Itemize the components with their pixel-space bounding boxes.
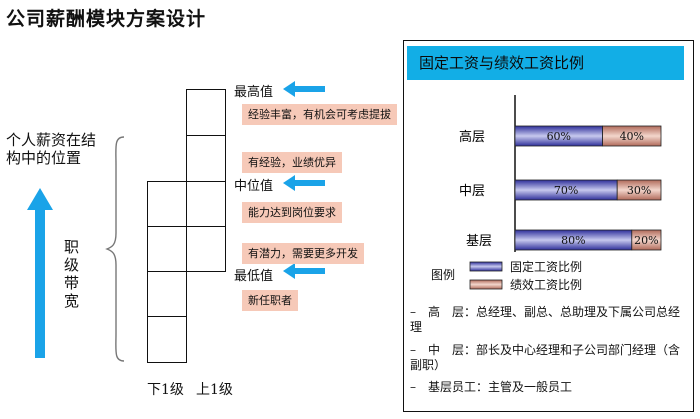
dash-icon: –	[410, 380, 429, 394]
level-mid: 中位值	[234, 179, 274, 194]
note-new-hire: 新任职者	[242, 290, 298, 311]
grid-cell	[186, 135, 226, 182]
grid-cell	[186, 226, 226, 272]
desc-middle-text: 中 层：部长及中心经理和子公司部门经理（含副职）	[410, 343, 681, 372]
left-arrow-icon	[283, 81, 325, 97]
note-competent: 能力达到岗位要求	[242, 202, 342, 223]
brace-icon	[105, 136, 125, 362]
left-arrow-icon	[283, 263, 325, 279]
level-max: 最高值	[234, 85, 274, 100]
side-label: 个人薪资在结构中的位置	[6, 131, 97, 167]
ratio-panel	[403, 40, 694, 412]
grid-cell	[147, 316, 187, 363]
note-excellent: 有经验，业绩优异	[242, 152, 342, 173]
dash-icon: –	[410, 305, 429, 319]
grid-cell	[147, 181, 187, 227]
desc-senior: – 高 层：总经理、副总、总助理及下属公司总经理	[410, 305, 690, 335]
grid-cell	[147, 226, 187, 272]
axis-label-upper: 上1级	[196, 382, 233, 398]
note-potential: 有潜力，需要更多开发	[242, 243, 364, 264]
left-arrow-icon	[283, 175, 325, 191]
note-experienced: 经验丰富，有机会可考虑提拔	[242, 104, 397, 125]
desc-middle: – 中 层：部长及中心经理和子公司部门经理（含副职）	[410, 343, 690, 373]
grid-cell	[186, 181, 226, 227]
level-min: 最低值	[234, 269, 274, 284]
desc-base-text: 基层员工：主管及一般员工	[428, 380, 573, 394]
up-arrow-icon	[27, 188, 53, 358]
axis-label-lower: 下1级	[147, 382, 184, 398]
band-label: 职级带宽	[64, 238, 80, 310]
page-title: 公司薪酬模块方案设计	[6, 8, 207, 30]
legend-perf-text: 绩效工资比例	[510, 278, 583, 292]
grid-cell	[147, 271, 187, 317]
legend-fixed-text: 固定工资比例	[510, 260, 583, 274]
legend-label: 图例	[431, 268, 456, 282]
grid-cell	[186, 89, 226, 136]
desc-senior-text: 高 层：总经理、副总、总助理及下属公司总经理	[410, 305, 681, 334]
dash-icon: –	[410, 343, 429, 357]
panel-title: 固定工资与绩效工资比例	[407, 46, 684, 80]
desc-base: – 基层员工：主管及一般员工	[410, 380, 690, 395]
